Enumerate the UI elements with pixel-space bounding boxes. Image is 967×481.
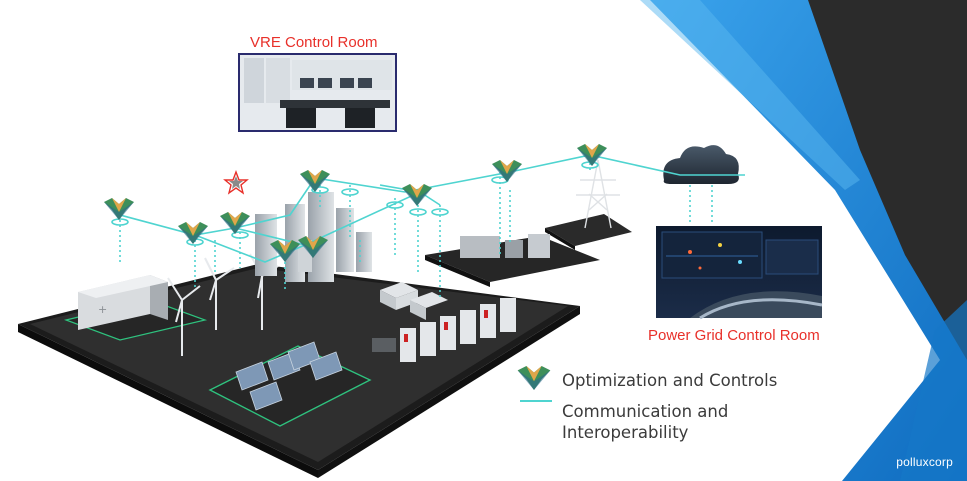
cloud-icon [663, 145, 739, 184]
substation [460, 234, 550, 258]
solar-panel-array [235, 341, 343, 411]
battery-storage: + [78, 275, 168, 330]
brand-name: polluxcorp [896, 455, 953, 469]
power-grid-control-room-label: Power Grid Control Room [648, 327, 820, 344]
transmission-tower [576, 159, 620, 229]
communication-network-lines [111, 154, 745, 300]
star-icon [223, 170, 249, 195]
vre-control-room-label: VRE Control Room [250, 34, 378, 51]
power-grid-control-room-photo [656, 226, 823, 320]
residential-houses [380, 282, 448, 320]
city-buildings [255, 192, 372, 282]
svg-text:+: + [98, 303, 107, 316]
brand-background-shapes [640, 0, 967, 481]
legend-communication-label-line2: Interoperability [562, 423, 689, 442]
vre-control-room-photo [238, 53, 397, 132]
legend-optimization-label: Optimization and Controls [562, 371, 778, 390]
legend-optimization-icon [517, 366, 551, 390]
industrial-cabinets [372, 298, 516, 362]
legend-communication-label-line1: Communication and [562, 402, 729, 421]
